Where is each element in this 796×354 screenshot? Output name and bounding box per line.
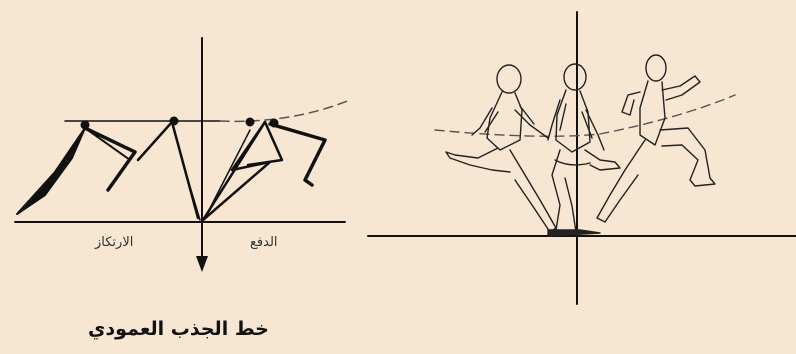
stick-leg-3b: [248, 122, 282, 165]
hip-dot-3: [246, 118, 254, 126]
runner-figure-1: [446, 65, 556, 232]
diagram-caption: خط الجذب العمودي: [88, 318, 269, 340]
right-runner-diagram: [368, 12, 796, 304]
runner-figure-2: [548, 64, 620, 232]
hip-trajectory-dashed: [220, 100, 350, 121]
stick-leg-1: [17, 128, 85, 214]
stick-leg-2: [138, 122, 198, 218]
hip-dot-1: [81, 121, 89, 129]
down-arrow-icon: [196, 256, 208, 272]
push-phase-label: الدفع: [250, 235, 278, 250]
left-stick-diagram: [15, 38, 350, 272]
runner-figure-3: [597, 55, 715, 222]
support-phase-label: الارتكاز: [95, 235, 133, 250]
stick-leg-3: [203, 122, 270, 220]
hip-dot-2: [170, 117, 178, 125]
